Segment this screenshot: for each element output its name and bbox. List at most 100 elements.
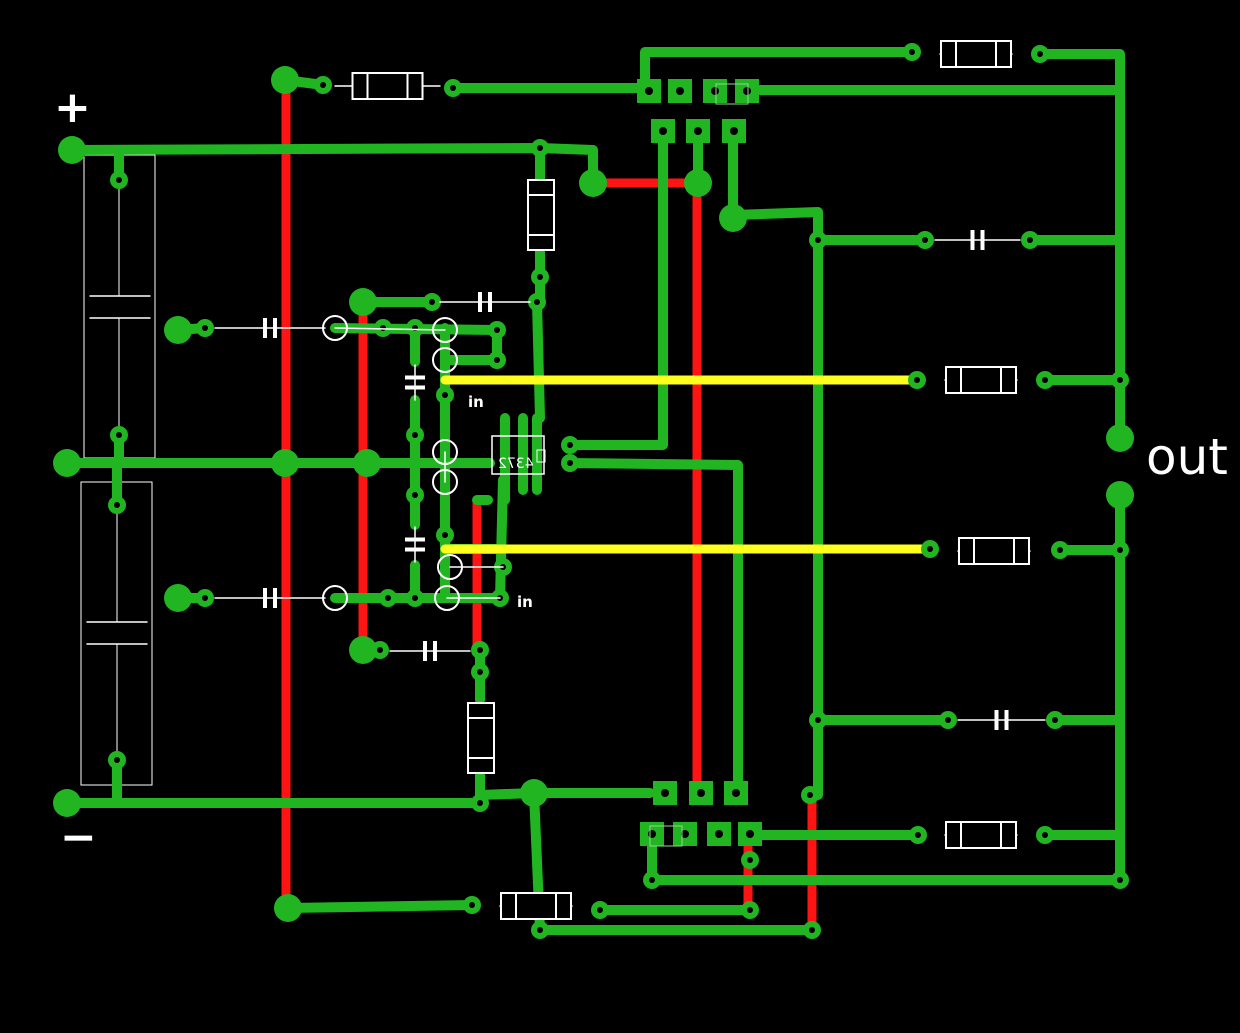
drill-hole <box>1052 717 1058 723</box>
capacitor-plate <box>1004 710 1009 730</box>
component-ring <box>322 585 348 611</box>
resistor-body <box>500 892 572 920</box>
large-pad <box>684 169 712 197</box>
large-pad <box>164 316 192 344</box>
capacitor-plate <box>405 375 425 380</box>
drill-hole <box>534 299 540 305</box>
drill-hole <box>681 830 689 838</box>
large-pad <box>271 66 299 94</box>
silk-line <box>334 327 446 331</box>
resistor-body <box>467 702 495 774</box>
drill-hole <box>648 830 656 838</box>
copper-trace <box>728 125 823 800</box>
large-pad <box>520 779 548 807</box>
drill-hole <box>1042 832 1048 838</box>
drill-hole <box>1037 51 1043 57</box>
component-ring <box>432 347 458 373</box>
drill-hole <box>442 392 448 398</box>
drill-hole <box>202 325 208 331</box>
capacitor-plate <box>980 230 985 250</box>
silk-marker <box>715 83 749 105</box>
copper-trace <box>562 458 743 798</box>
capacitor-plate <box>970 230 975 250</box>
copper-trace <box>283 900 477 913</box>
drill-hole <box>494 327 500 333</box>
capacitor-plate <box>263 318 267 338</box>
drill-hole <box>915 832 921 838</box>
resistor-body <box>945 821 1017 849</box>
capacitor-plate <box>273 588 277 608</box>
large-pad <box>271 449 299 477</box>
drill-hole <box>807 792 813 798</box>
drill-hole <box>412 492 418 498</box>
capacitor-plate <box>405 547 425 552</box>
resistor-body <box>351 72 424 100</box>
drill-hole <box>494 357 500 363</box>
in-label-bottom: in <box>517 593 533 611</box>
drill-hole <box>537 145 543 151</box>
plus-label: + <box>54 82 91 133</box>
drill-hole <box>746 830 754 838</box>
capacitor-plate <box>405 537 425 542</box>
drill-hole <box>1042 377 1048 383</box>
drill-hole <box>1117 377 1123 383</box>
drill-hole <box>377 647 383 653</box>
copper-trace <box>532 297 545 423</box>
capacitor-plate <box>405 385 425 390</box>
drill-hole <box>385 595 391 601</box>
resistor-body <box>945 366 1017 394</box>
drill-hole <box>450 85 456 91</box>
large-pad <box>349 636 377 664</box>
drill-hole <box>661 789 669 797</box>
drill-hole <box>815 717 821 723</box>
drill-hole <box>567 460 573 466</box>
drill-hole <box>320 82 326 88</box>
drill-hole <box>732 789 740 797</box>
in-label-top: in <box>468 393 484 411</box>
drill-hole <box>116 177 122 183</box>
drill-hole <box>945 717 951 723</box>
drill-hole <box>927 546 933 552</box>
drill-hole <box>747 857 753 863</box>
drill-hole <box>715 830 723 838</box>
drill-hole <box>477 669 483 675</box>
capacitor-plate <box>488 292 492 312</box>
large-pad <box>349 288 377 316</box>
copper-trace <box>640 47 917 93</box>
drill-hole <box>442 532 448 538</box>
resistor-body <box>527 179 555 251</box>
drill-hole <box>697 789 705 797</box>
large-pad <box>1106 481 1134 509</box>
silk-marker <box>649 825 683 847</box>
drill-hole <box>477 647 483 653</box>
copper-trace <box>562 125 668 450</box>
drill-hole <box>711 87 719 95</box>
drill-hole <box>412 432 418 438</box>
capacitor-plate <box>273 318 277 338</box>
drill-hole <box>469 902 475 908</box>
drill-hole <box>380 325 386 331</box>
drill-hole <box>537 274 543 280</box>
drill-hole <box>676 87 684 95</box>
drill-hole <box>649 877 655 883</box>
copper-trace <box>1035 49 1125 443</box>
large-pad <box>579 169 607 197</box>
drill-hole <box>1027 237 1033 243</box>
ic-outline <box>491 435 545 475</box>
resistor-body <box>958 537 1030 565</box>
drill-hole <box>730 127 738 135</box>
drill-hole <box>815 237 821 243</box>
ic-pin1-marker <box>536 449 546 463</box>
drill-hole <box>743 87 751 95</box>
drill-hole <box>914 377 920 383</box>
large-pad <box>58 136 86 164</box>
drill-hole <box>645 87 653 95</box>
minus-label: − <box>60 812 97 863</box>
drill-hole <box>114 502 120 508</box>
drill-hole <box>537 927 543 933</box>
drill-hole <box>477 800 483 806</box>
out-label: out <box>1146 428 1228 486</box>
drill-hole <box>694 127 702 135</box>
drill-hole <box>412 595 418 601</box>
